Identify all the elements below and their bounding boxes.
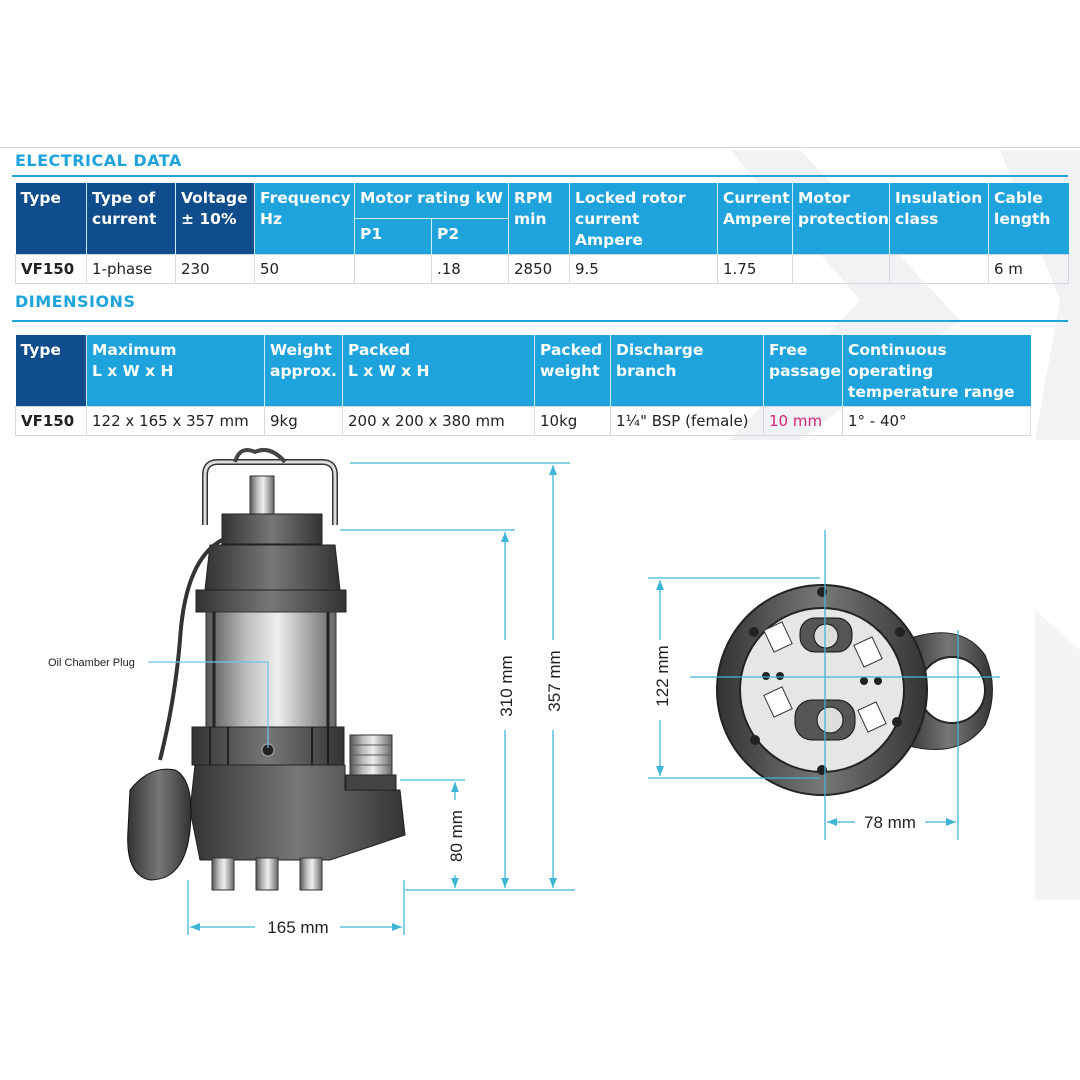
electrical-subheader-row: P1 P2 [16,218,1069,255]
electrical-data-title: ELECTRICAL DATA [15,151,182,170]
cell-rpm: 2850 [508,254,570,284]
dimensions-data-row: VF150 122 x 165 x 357 mm 9kg 200 x 200 x… [15,406,1031,436]
cell-p1 [354,254,432,284]
side-dimension-arrows [190,465,557,931]
dim-122-label: 122 mm [653,645,672,706]
dim-310-label: 310 mm [497,655,516,716]
pump-side-view: Oil Chamber Plug [48,448,406,891]
pump-bottom-view [716,584,993,796]
dim-165-label: 165 mm [267,918,328,937]
dim-cell-free-passage: 10 mm [763,406,843,436]
cell-p2: .18 [431,254,509,284]
dim-cell-maximum: 122 x 165 x 357 mm [86,406,265,436]
bottom-dimension-arrows [656,580,956,826]
cell-voltage: 230 [175,254,255,284]
header-p2: P2 [431,218,509,255]
dim-80-label: 80 mm [447,810,466,862]
bottom-dimension-lines [648,530,1000,840]
cell-type: VF150 [15,254,87,284]
pump-technical-drawing: Oil Chamber Plug 310 mm 357 mm 80 mm 165… [48,448,1000,939]
dimensions-rule [12,320,1068,322]
electrical-data-row: VF150 1-phase 230 50 .18 2850 9.5 1.75 6… [15,254,1069,284]
header-type: Type [15,183,87,255]
dim-cell-type: VF150 [15,406,87,436]
oil-chamber-plug-label: Oil Chamber Plug [48,657,135,669]
electrical-rule [12,175,1068,177]
dim-357-label: 357 mm [545,650,564,711]
cell-current: 1.75 [717,254,793,284]
dimensions-title: DIMENSIONS [15,292,136,311]
dim-header-type: Type [15,335,87,407]
header-motor-rating: Motor rating kW [354,183,509,219]
cell-motor-protection [792,254,890,284]
header-p1: P1 [354,218,432,255]
cell-locked-rotor: 9.5 [569,254,718,284]
dim-cell-packed-weight: 10kg [534,406,611,436]
dim-78-label: 78 mm [864,813,916,832]
header-voltage: Voltage± 10% [175,183,255,255]
cell-frequency: 50 [254,254,355,284]
dim-cell-weight: 9kg [264,406,343,436]
top-divider [0,147,1080,148]
cell-type-of-current: 1-phase [86,254,176,284]
dim-cell-discharge: 1¼" BSP (female) [610,406,764,436]
cell-cable-length: 6 m [988,254,1069,284]
cell-insulation [889,254,989,284]
dim-cell-temperature: 1° - 40° [842,406,1031,436]
